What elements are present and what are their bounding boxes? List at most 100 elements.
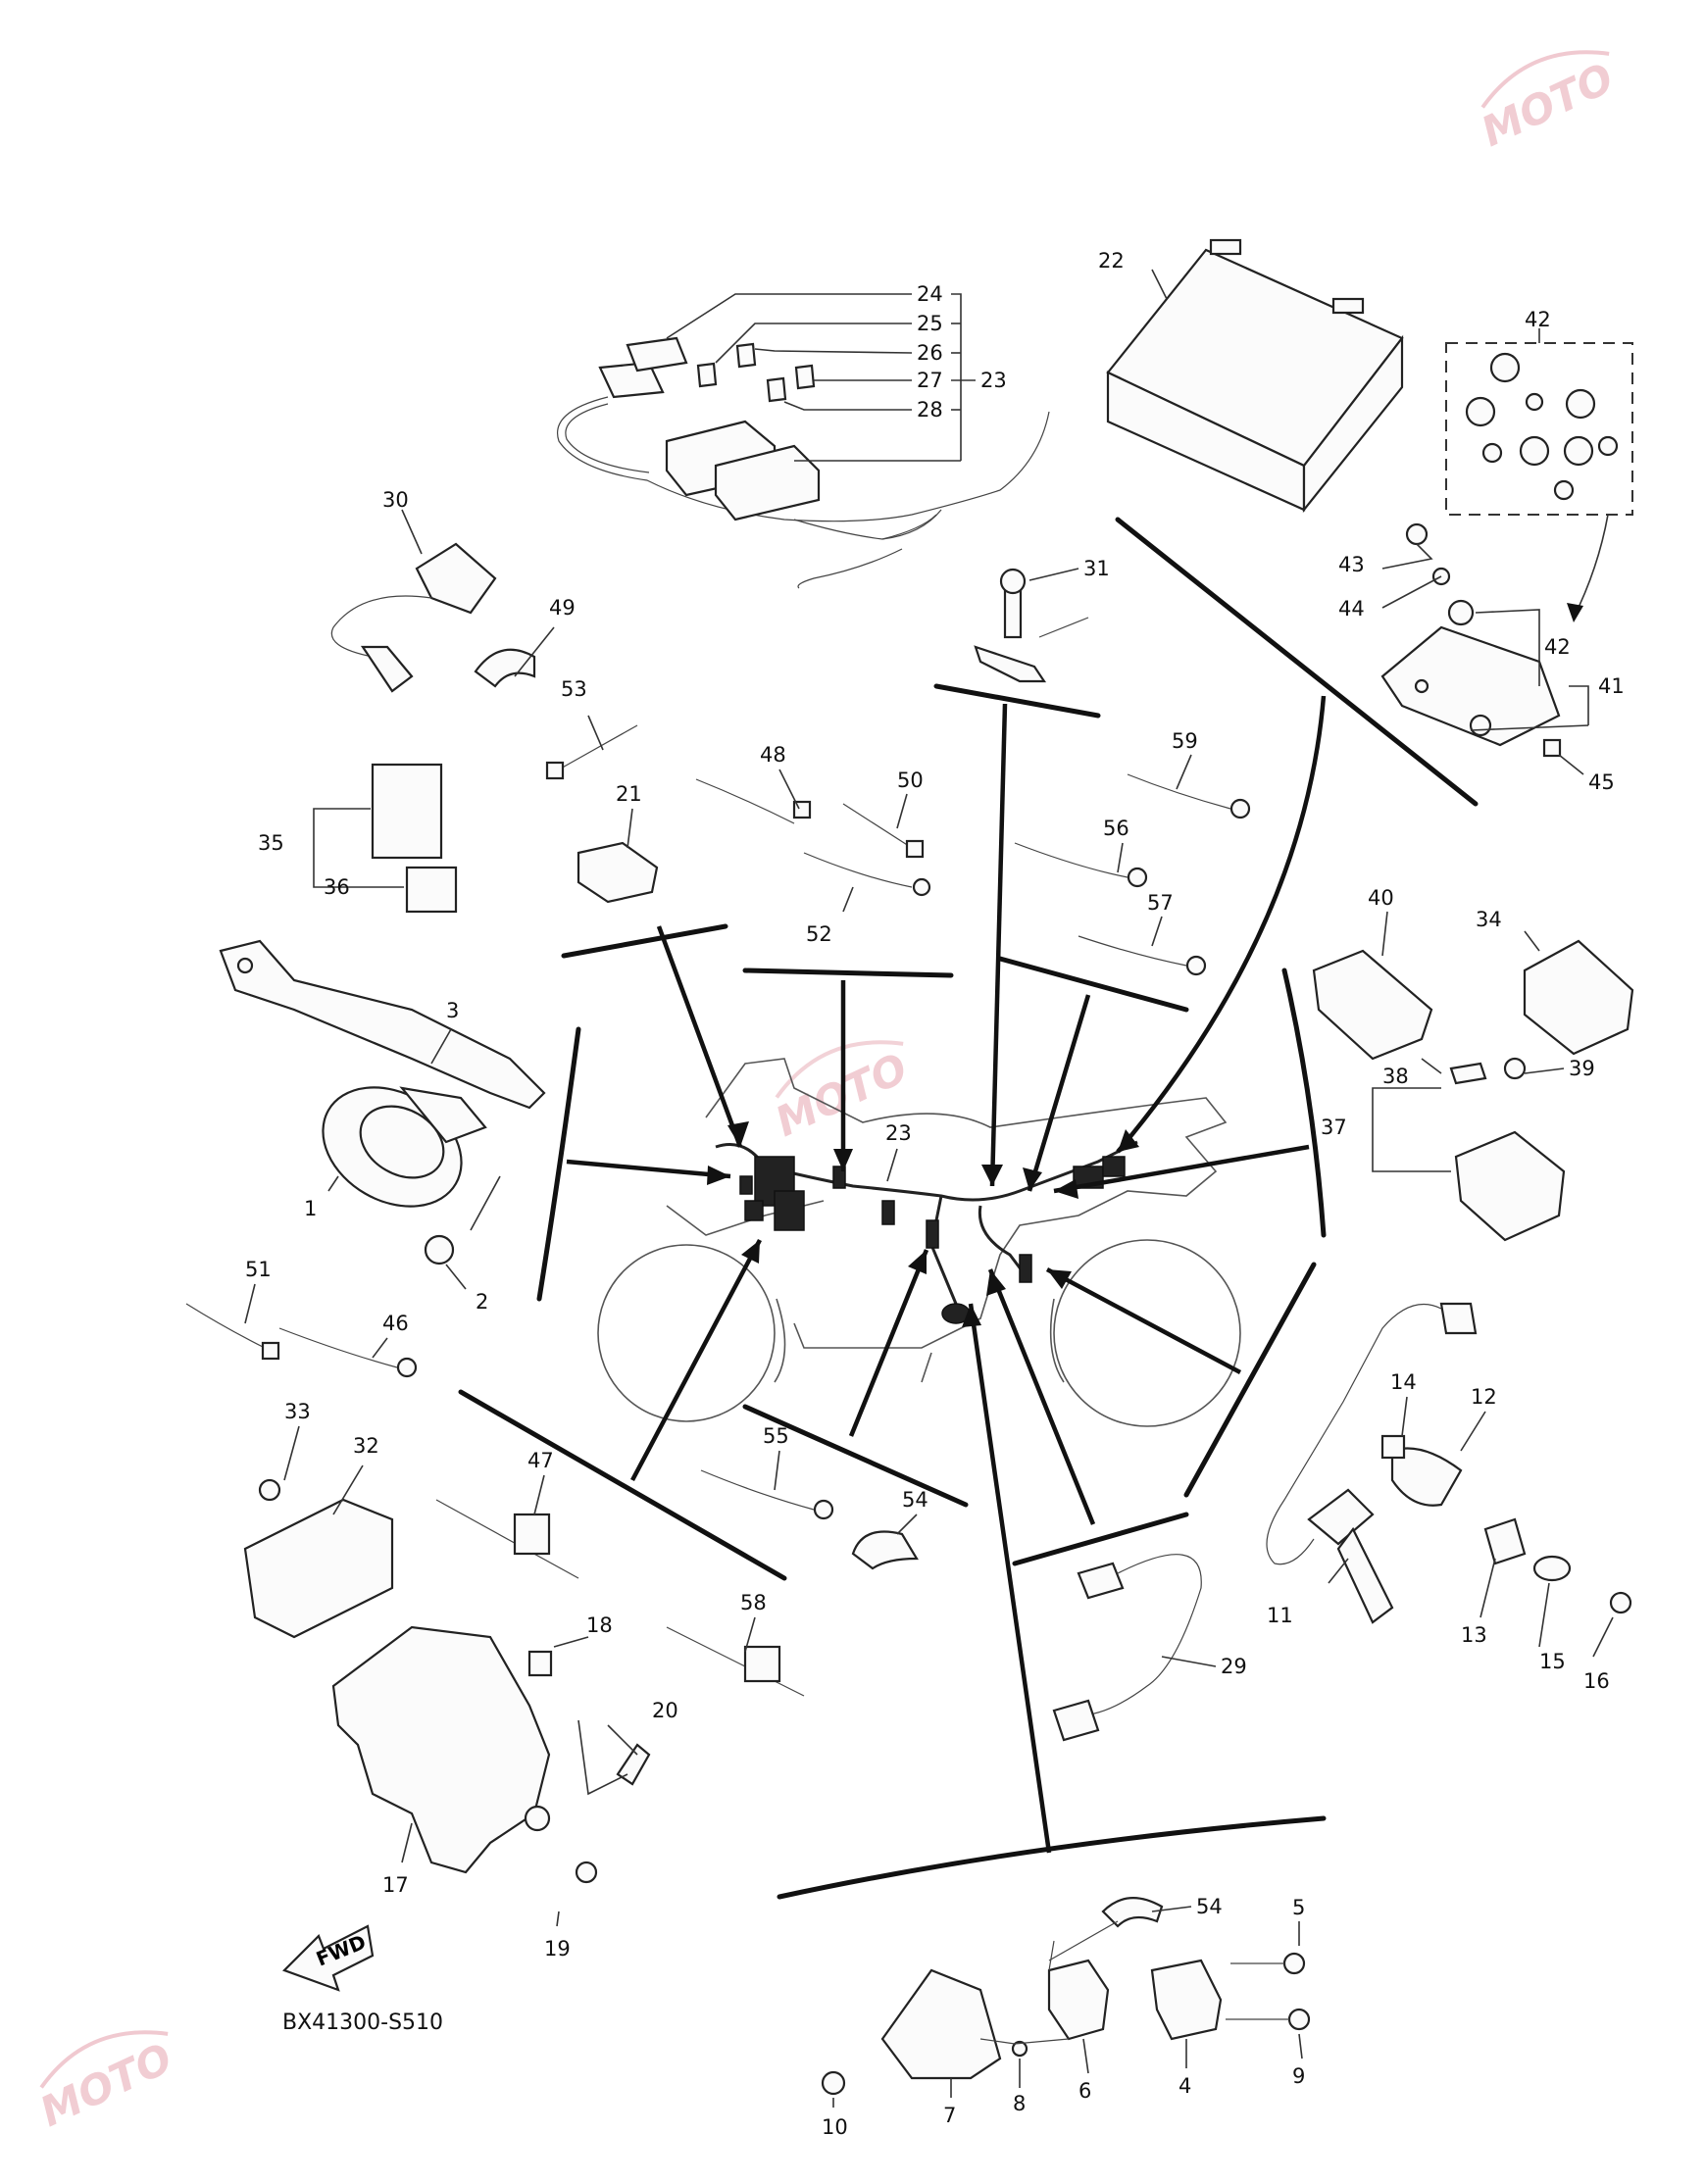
- svg-text:11: 11: [1267, 1604, 1293, 1627]
- svg-text:57: 57: [1147, 891, 1174, 915]
- svg-text:39: 39: [1569, 1057, 1595, 1080]
- svg-text:55: 55: [763, 1424, 789, 1448]
- svg-text:5: 5: [1292, 1896, 1305, 1919]
- clamp-54-center: 54: [851, 1488, 928, 1570]
- svg-text:21: 21: [616, 782, 642, 806]
- svg-text:MOTO: MOTO: [1475, 54, 1621, 156]
- svg-text:58: 58: [740, 1591, 767, 1614]
- svg-text:9: 9: [1292, 2064, 1305, 2088]
- svg-text:35: 35: [258, 831, 284, 855]
- svg-text:17: 17: [382, 1873, 409, 1897]
- relay-34: 34: [1476, 908, 1634, 1056]
- sensor-connector: 30: [330, 488, 497, 693]
- svg-text:14: 14: [1390, 1370, 1417, 1394]
- wire-harness: [715, 1140, 1138, 1324]
- bands-center-top: 48 50 52: [695, 743, 931, 946]
- relay-35-36: 35 36: [258, 763, 458, 914]
- clamp-band-58: 58: [666, 1591, 805, 1697]
- svg-text:26: 26: [917, 341, 943, 365]
- fwd-arrow: FWD: [282, 1924, 375, 1992]
- svg-text:33: 33: [284, 1400, 311, 1423]
- band-53: 53: [545, 677, 638, 780]
- svg-text:40: 40: [1368, 886, 1394, 910]
- svg-text:34: 34: [1476, 908, 1502, 931]
- svg-text:36: 36: [324, 875, 350, 899]
- bands-right-top: 59 56 57: [1014, 729, 1251, 976]
- svg-text:30: 30: [382, 488, 409, 512]
- svg-text:19: 19: [544, 1937, 571, 1961]
- starter-relay-37-39: 38 39 37: [1321, 1057, 1595, 1242]
- svg-text:53: 53: [561, 677, 587, 701]
- svg-text:41: 41: [1598, 674, 1625, 698]
- svg-text:MOTO: MOTO: [33, 2034, 179, 2136]
- band-55: 55: [700, 1424, 834, 1520]
- svg-text:45: 45: [1588, 770, 1615, 794]
- svg-text:54: 54: [1196, 1895, 1223, 1918]
- svg-text:43: 43: [1338, 553, 1365, 576]
- svg-text:25: 25: [917, 312, 943, 335]
- svg-text:13: 13: [1461, 1623, 1487, 1647]
- sub-lead-29: 29: [1052, 1554, 1247, 1742]
- speed-sensor-assembly: 14 12 11 13 15 16: [1266, 1302, 1632, 1693]
- svg-text:28: 28: [917, 398, 943, 422]
- svg-text:1: 1: [304, 1197, 317, 1220]
- watermark-logo-top: MOTO: [1475, 50, 1621, 156]
- rectifier-regulator: 43 44 42 41 45: [1338, 522, 1625, 794]
- clamp-49: 49: [474, 596, 576, 688]
- svg-text:20: 20: [652, 1699, 678, 1722]
- svg-text:29: 29: [1221, 1655, 1247, 1678]
- svg-text:32: 32: [353, 1434, 379, 1458]
- fuse-box-callouts: 24 25 26 27 28 23: [666, 282, 1007, 462]
- svg-text:3: 3: [446, 999, 459, 1022]
- svg-text:2: 2: [476, 1290, 488, 1314]
- svg-text:47: 47: [527, 1449, 554, 1472]
- svg-text:38: 38: [1382, 1065, 1409, 1088]
- watermark-logo-bottom: MOTO: [33, 2030, 179, 2136]
- svg-text:54: 54: [902, 1488, 928, 1512]
- svg-text:52: 52: [806, 922, 832, 946]
- battery: 22: [1098, 238, 1404, 514]
- bolt-31: 31: [974, 557, 1110, 683]
- horn-assembly: 3 1 2: [219, 939, 546, 1314]
- bands-left: 51 46: [185, 1258, 418, 1378]
- svg-text:50: 50: [897, 769, 924, 792]
- svg-text:59: 59: [1172, 729, 1198, 753]
- svg-text:8: 8: [1013, 2092, 1026, 2115]
- svg-text:23: 23: [980, 369, 1007, 392]
- svg-text:15: 15: [1539, 1650, 1566, 1673]
- svg-text:6: 6: [1078, 2079, 1091, 2103]
- main-bracket: 17 18 20 19: [331, 1613, 678, 1961]
- sidestand-switch-assembly: 54 5 9 4 6 8 7 10: [821, 1895, 1311, 2139]
- svg-text:49: 49: [549, 596, 576, 620]
- svg-text:37: 37: [1321, 1116, 1347, 1139]
- diagram-code: BX41300-S510: [282, 2010, 443, 2035]
- svg-text:31: 31: [1083, 557, 1110, 580]
- relay-40: 40: [1312, 886, 1433, 1061]
- svg-text:42: 42: [1525, 308, 1551, 331]
- svg-text:23: 23: [885, 1121, 912, 1145]
- group-dividers: [458, 517, 1479, 1900]
- svg-text:12: 12: [1471, 1385, 1497, 1409]
- control-unit: 33 32: [243, 1400, 394, 1639]
- svg-text:48: 48: [760, 743, 786, 767]
- svg-text:24: 24: [917, 282, 943, 306]
- motorcycle-outline: [597, 1058, 1241, 1427]
- relay-21: 21: [577, 782, 659, 904]
- harness-callout-23: 23: [885, 1121, 912, 1182]
- svg-text:56: 56: [1103, 817, 1129, 840]
- clamp-band-47: 47: [435, 1449, 579, 1579]
- fuse-box-assembly: [557, 336, 1050, 589]
- svg-text:51: 51: [245, 1258, 272, 1281]
- svg-text:10: 10: [822, 2115, 848, 2139]
- grommet-set: 42: [1445, 308, 1633, 622]
- svg-text:42: 42: [1544, 635, 1571, 659]
- group-arrows: [566, 695, 1327, 1854]
- svg-text:18: 18: [586, 1613, 613, 1637]
- svg-text:7: 7: [943, 2104, 956, 2127]
- svg-text:44: 44: [1338, 597, 1365, 620]
- svg-text:46: 46: [382, 1312, 409, 1335]
- svg-text:4: 4: [1178, 2074, 1191, 2098]
- svg-text:22: 22: [1098, 249, 1125, 273]
- svg-text:27: 27: [917, 369, 943, 392]
